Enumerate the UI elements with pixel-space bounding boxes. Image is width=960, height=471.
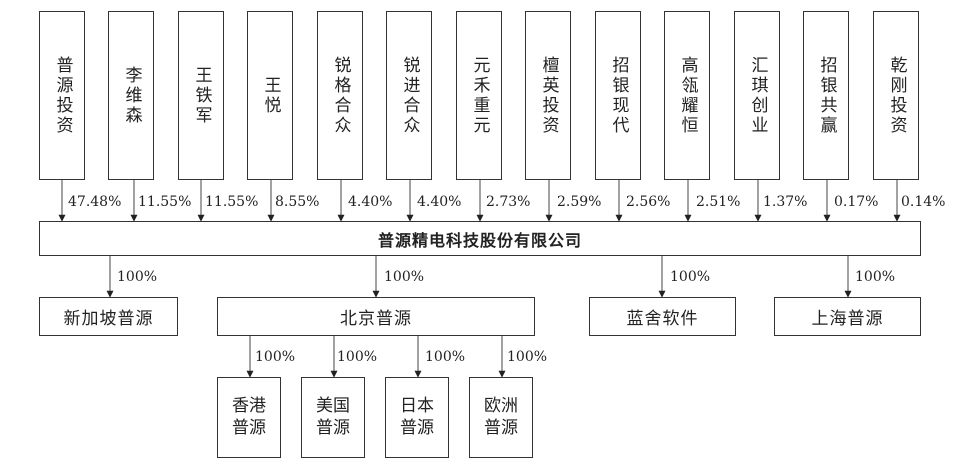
subsidiary-box: 上海普源	[774, 297, 921, 336]
shareholder-box: 王悦	[247, 11, 293, 180]
shareholding-percent: 4.40%	[417, 194, 462, 210]
beijing-sub-percent: 100%	[255, 349, 296, 365]
subsidiary-box: 北京普源	[217, 297, 535, 336]
beijing-sub-name-line2: 普源	[316, 417, 350, 438]
shareholder-box: 王铁军	[178, 11, 224, 180]
shareholder-name: 李维森	[121, 65, 142, 126]
shareholder-name: 普源投资	[52, 55, 73, 136]
shareholding-percent: 8.55%	[275, 194, 320, 210]
company-box: 普源精电科技股份有限公司	[39, 221, 921, 256]
subsidiary-percent: 100%	[670, 269, 711, 285]
shareholder-box: 锐格合众	[317, 11, 363, 180]
shareholding-percent: 2.51%	[696, 194, 741, 210]
shareholder-name: 檀英投资	[538, 55, 559, 136]
beijing-sub-percent: 100%	[337, 349, 378, 365]
subsidiary-percent: 100%	[855, 269, 896, 285]
beijing-sub-box: 日本普源	[385, 377, 449, 458]
shareholding-percent: 2.56%	[626, 194, 671, 210]
shareholding-percent: 1.37%	[763, 194, 808, 210]
beijing-sub-name-line2: 普源	[400, 417, 434, 438]
beijing-sub-name-line2: 普源	[484, 417, 518, 438]
beijing-sub-name-line1: 日本	[400, 396, 434, 417]
beijing-sub-name-line1: 美国	[316, 396, 350, 417]
shareholder-box: 元禾重元	[456, 11, 502, 180]
shareholding-percent: 2.59%	[557, 194, 602, 210]
beijing-sub-box: 香港普源	[217, 377, 281, 458]
subsidiary-box: 蓝舍软件	[589, 297, 736, 336]
beijing-sub-name-line1: 欧洲	[484, 396, 518, 417]
shareholder-box: 高瓴耀恒	[664, 11, 710, 180]
shareholding-percent: 2.73%	[486, 194, 531, 210]
shareholder-box: 招银现代	[595, 11, 641, 180]
subsidiary-name: 蓝舍软件	[626, 309, 699, 329]
beijing-sub-percent: 100%	[425, 349, 466, 365]
shareholding-percent: 0.17%	[834, 194, 879, 210]
shareholder-box: 汇琪创业	[734, 11, 780, 180]
shareholder-name: 王悦	[260, 75, 281, 116]
shareholder-box: 檀英投资	[525, 11, 571, 180]
beijing-sub-name-line1: 香港	[232, 396, 266, 417]
shareholder-name: 招银共赢	[816, 55, 837, 136]
shareholder-name: 元禾重元	[469, 55, 490, 136]
shareholder-box: 李维森	[108, 11, 154, 180]
shareholder-name: 锐格合众	[330, 55, 351, 136]
shareholder-name: 汇琪创业	[747, 55, 768, 136]
subsidiary-box: 新加坡普源	[39, 297, 178, 336]
shareholder-name: 乾刚投资	[886, 55, 907, 136]
shareholding-percent: 11.55%	[205, 194, 259, 210]
shareholder-name: 招银现代	[608, 55, 629, 136]
subsidiary-name: 上海普源	[811, 309, 884, 329]
subsidiary-percent: 100%	[117, 269, 158, 285]
subsidiary-percent: 100%	[384, 269, 425, 285]
shareholding-percent: 11.55%	[138, 194, 192, 210]
shareholding-percent: 0.14%	[901, 194, 946, 210]
shareholder-name: 锐进合众	[399, 55, 420, 136]
shareholding-percent: 47.48%	[68, 194, 122, 210]
shareholder-box: 招银共赢	[803, 11, 849, 180]
beijing-sub-name-line2: 普源	[232, 417, 266, 438]
beijing-sub-box: 美国普源	[301, 377, 365, 458]
shareholder-box: 普源投资	[39, 11, 85, 180]
shareholder-box: 乾刚投资	[873, 11, 919, 180]
shareholder-name: 高瓴耀恒	[677, 55, 698, 136]
subsidiary-name: 北京普源	[340, 309, 412, 329]
company-name: 普源精电科技股份有限公司	[377, 230, 582, 250]
shareholding-percent: 4.40%	[348, 194, 393, 210]
subsidiary-name: 新加坡普源	[63, 309, 154, 329]
shareholder-name: 王铁军	[191, 65, 212, 126]
beijing-sub-box: 欧洲普源	[469, 377, 533, 458]
shareholder-box: 锐进合众	[386, 11, 432, 180]
beijing-sub-percent: 100%	[507, 349, 548, 365]
